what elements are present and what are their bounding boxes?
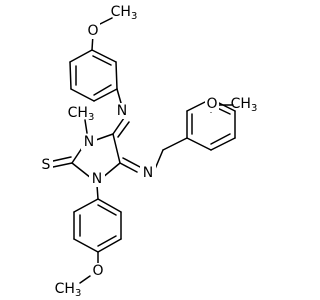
bond-c2-s-1 [52, 162, 73, 168]
bond-n-ring-right [154, 149, 164, 170]
atom-label-ch3-bottom: CH3 [55, 281, 82, 299]
atom-label-o-bottom: O [92, 263, 103, 279]
bond-n3-ring-bottom [96, 184, 99, 200]
bond-ring-top-inner-1 [92, 55, 112, 66]
bond-ring-top-5 [69, 61, 72, 90]
bond-ring-top-inner-2 [93, 84, 112, 96]
bond-ring-top-3 [93, 88, 118, 102]
bonds [52, 17, 236, 284]
bond-ring-right-2 [186, 137, 212, 151]
atom-label-ch3-top: CH3 [111, 4, 138, 22]
bond-c4-n-imine-2 [122, 157, 141, 168]
atom-label-o-right: O [206, 96, 217, 112]
bond-c5-n-imine-2 [117, 121, 130, 138]
bond-ring-n-top [116, 88, 122, 104]
bond-c2-s-2 [52, 156, 72, 162]
bond-ring-right-3 [210, 137, 236, 151]
atom-label-n-ring-1: N [84, 134, 94, 150]
atom-label-ch3-ring: CH3 [68, 105, 95, 123]
bond-c5-n1 [95, 133, 114, 141]
atom-label-n-imine-right: N [143, 165, 153, 181]
bond-n1-ch3 [84, 119, 88, 134]
bond-ring-bottom-1 [97, 198, 122, 213]
atom-label-s-thione: S [42, 157, 51, 173]
chemical-structure-diagram: CH3 O N N CH3 O CH3 S N N O [39, 4, 258, 299]
atom-label-n-imine-top: N [117, 103, 127, 119]
bond-ring-top-1 [91, 49, 117, 63]
atom-labels: CH3 O N N CH3 O CH3 S N N O [39, 4, 257, 299]
bond-ring-top-2 [115, 61, 118, 90]
bond-ring-bottom-6 [73, 198, 99, 213]
bond-n1-c2 [71, 147, 83, 164]
bond-c5-n-imine-1 [112, 117, 125, 135]
bond-ring-bottom-inner-1 [97, 204, 117, 216]
bond-ring-bottom-inner-2 [97, 235, 117, 247]
bond-ring-bottom-4 [73, 238, 99, 253]
bond-ring-bottom-3 [97, 238, 122, 253]
atom-label-o-top: O [87, 23, 98, 39]
bond-ring-top-4 [70, 88, 95, 102]
bond-ring-right-inner-1 [210, 133, 231, 145]
bond-ring-right-1 [162, 137, 188, 151]
bond-c4-c5 [112, 133, 121, 164]
bond-c2-n3 [71, 162, 92, 179]
bond-ring-top-6 [69, 49, 93, 63]
bond-c4-n-imine-1 [119, 162, 138, 173]
atom-label-ch3-right: CH3 [231, 96, 258, 114]
atom-label-n-ring-3: N [92, 171, 102, 187]
bond-o-ch3-bottom [79, 275, 91, 284]
